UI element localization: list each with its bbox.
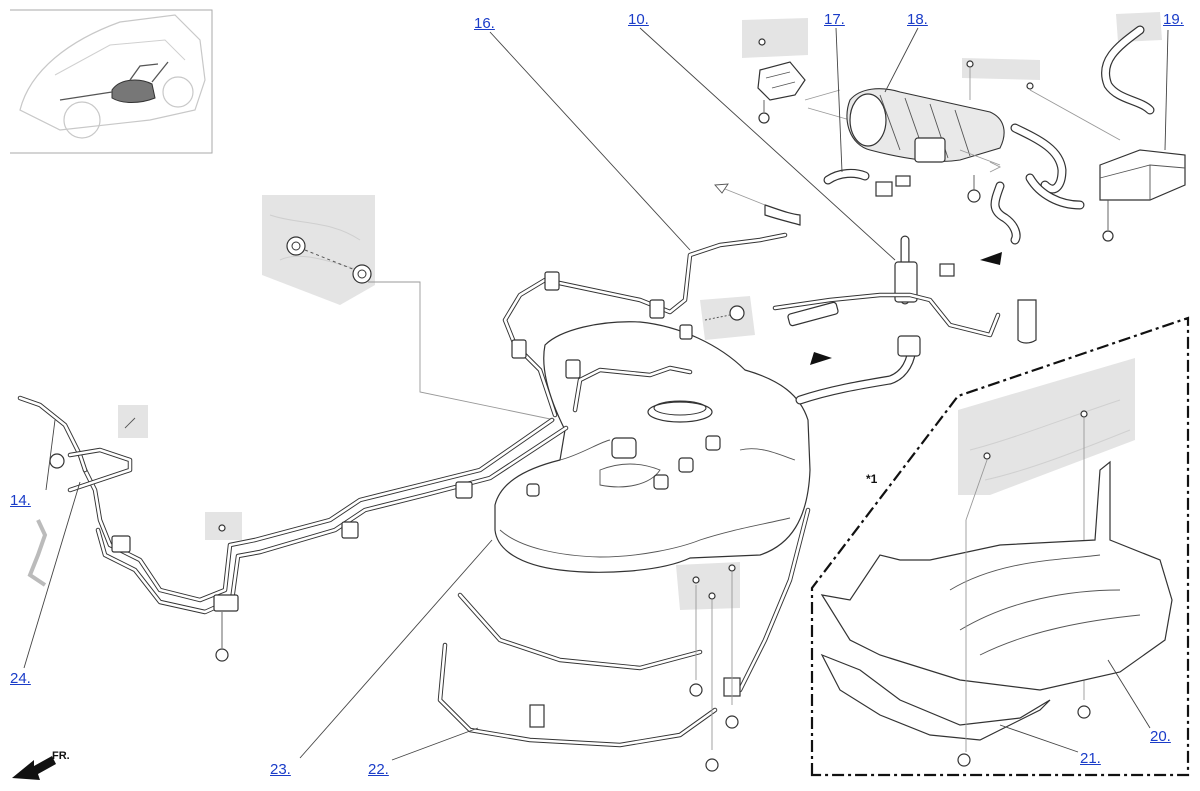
callout-21[interactable]: 21. <box>1080 750 1101 767</box>
canister-assembly <box>742 12 1186 265</box>
callout-19[interactable]: 19. <box>1163 11 1184 28</box>
callout-17[interactable]: 17. <box>824 11 845 28</box>
body-panel-grommets <box>262 195 556 421</box>
tank-straps <box>437 507 811 772</box>
callout-16[interactable]: 16. <box>474 15 495 32</box>
callout-23[interactable]: 23. <box>270 761 291 778</box>
front-direction-arrow <box>12 756 56 780</box>
left-hardware <box>17 395 242 662</box>
callout-24[interactable]: 24. <box>10 670 31 687</box>
callout-14[interactable]: 14. <box>10 492 31 509</box>
filler-hose <box>795 235 921 405</box>
callout-20[interactable]: 20. <box>1150 728 1171 745</box>
vehicle-locator-thumbnail <box>10 9 213 154</box>
undercover-inset <box>810 316 1190 777</box>
callout-18[interactable]: 18. <box>907 11 928 28</box>
front-direction-label: FR. <box>52 750 70 762</box>
callout-10[interactable]: 10. <box>628 11 649 28</box>
inset-note-marker: *1 <box>866 472 878 486</box>
fuel-lines <box>82 183 1037 615</box>
callout-22[interactable]: 22. <box>368 761 389 778</box>
fuel-tank <box>494 321 811 573</box>
clip-bracket <box>700 296 755 340</box>
leader-lines <box>23 27 1169 761</box>
